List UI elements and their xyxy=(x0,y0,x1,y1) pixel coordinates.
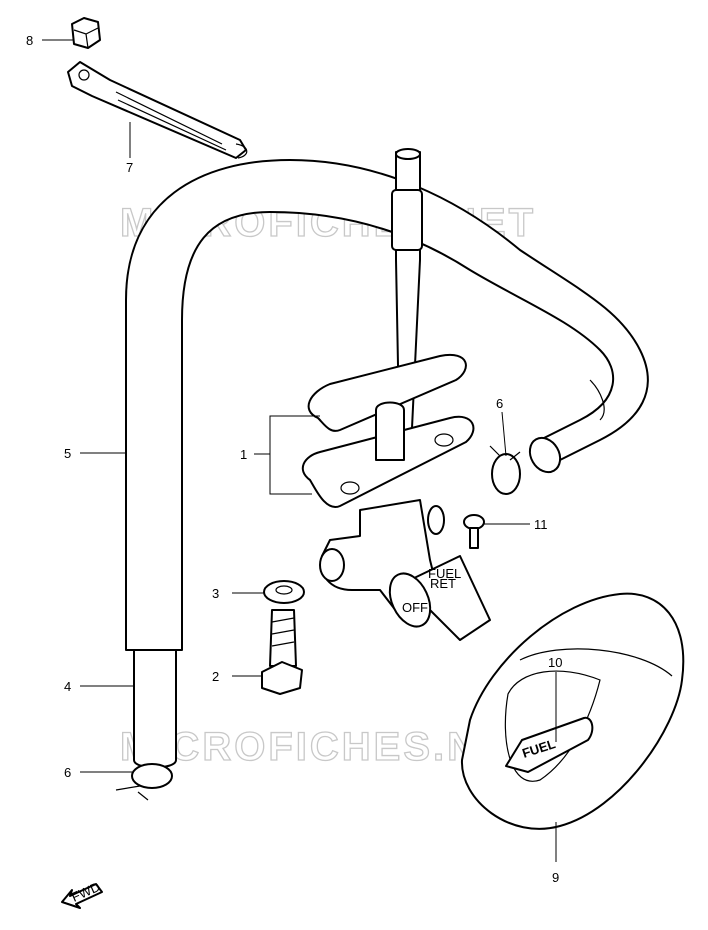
part-4-tube xyxy=(133,649,177,769)
part-6-clip-bottom xyxy=(115,763,173,801)
callout-6-top: 6 xyxy=(496,396,503,411)
callout-10: 10 xyxy=(548,655,562,670)
leader-lines xyxy=(42,39,557,862)
callout-7: 7 xyxy=(126,160,133,175)
callout-3: 3 xyxy=(212,586,219,601)
part-10-fuel-emblem: FUEL xyxy=(505,716,594,773)
valve-label-off: OFF xyxy=(402,600,428,615)
callout-5: 5 xyxy=(64,446,71,461)
part-2-bolt xyxy=(261,609,303,695)
fwd-arrow: FWD xyxy=(61,879,103,909)
part-6-clip-top xyxy=(489,445,521,495)
part-1-fuel-cock: FUEL RET OFF xyxy=(301,148,491,641)
fwd-label: FWD xyxy=(69,879,102,905)
callout-6-bottom: 6 xyxy=(64,765,71,780)
valve-label-fuel: FUEL xyxy=(428,566,461,581)
part-8-nut xyxy=(71,17,101,49)
part-5-fuel-hose xyxy=(125,159,649,651)
callout-2: 2 xyxy=(212,669,219,684)
callout-1: 1 xyxy=(240,447,247,462)
part-7-strap xyxy=(67,61,248,159)
part-9-cover xyxy=(460,592,685,830)
callout-9: 9 xyxy=(552,870,559,885)
callout-4: 4 xyxy=(64,679,71,694)
part-3-washer xyxy=(263,580,305,604)
valve-label-ret: RET xyxy=(430,576,456,591)
callout-8: 8 xyxy=(26,33,33,48)
part-11-screw xyxy=(463,514,485,549)
callout-11: 11 xyxy=(534,517,548,532)
